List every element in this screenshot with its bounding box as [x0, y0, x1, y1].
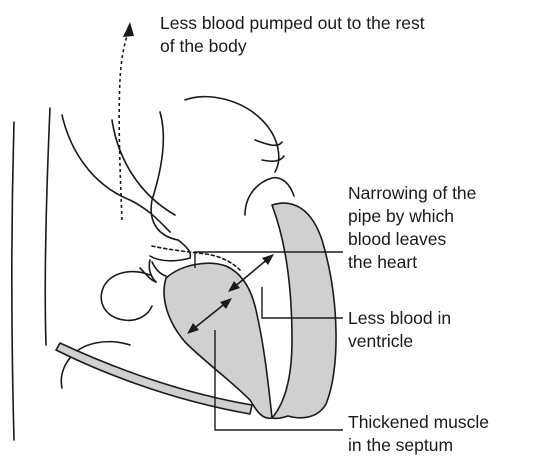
label-thickened-line-2: in the septum [348, 434, 489, 457]
left-atrium [101, 272, 152, 321]
chest-outline-inner [45, 108, 50, 345]
label-thickened-line-1: Thickened muscle [348, 411, 489, 434]
vessel-arch-inner [151, 112, 178, 240]
valve-stub-a [152, 262, 166, 276]
label-narrowing-line-4: the heart [348, 251, 476, 274]
label-narrowing-line-1: Narrowing of the [348, 182, 476, 205]
valve-flap [150, 240, 190, 261]
label-pumped-out: Less blood pumped out to the rest of the… [160, 12, 425, 58]
vessel-left [62, 115, 170, 232]
label-narrowing: Narrowing of the pipe by which blood lea… [348, 182, 476, 274]
vessel-stub-2 [262, 156, 284, 161]
label-pumped-out-line-1: Less blood pumped out to the rest [160, 12, 425, 35]
chest-outline [12, 122, 14, 440]
pumped-out-arrowhead [123, 22, 134, 37]
label-less-blood-line-2: ventricle [348, 330, 451, 353]
label-less-blood: Less blood in ventricle [348, 307, 451, 353]
label-thickened: Thickened muscle in the septum [348, 411, 489, 457]
label-narrowing-line-3: blood leaves [348, 228, 476, 251]
label-narrowing-line-2: pipe by which [348, 205, 476, 228]
label-pumped-out-line-2: of the body [160, 35, 425, 58]
narrowing-arrow [233, 258, 269, 288]
pumped-out-arrow [119, 32, 128, 220]
label-less-blood-line-1: Less blood in [348, 307, 451, 330]
ventricle-outer-wall [272, 203, 336, 418]
vessel-stub-1 [255, 140, 282, 145]
